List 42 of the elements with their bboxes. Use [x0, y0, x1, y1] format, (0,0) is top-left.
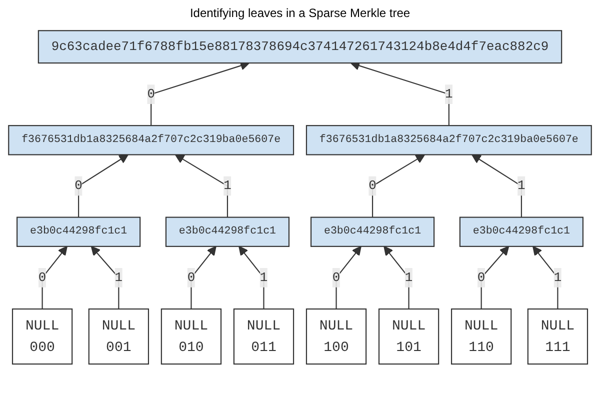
- diagram-title: Identifying leaves in a Sparse Merkle tree: [188, 6, 412, 20]
- arrow: [472, 154, 522, 218]
- arrow: [480, 246, 510, 309]
- node-box: NULL 011: [233, 308, 294, 365]
- node-box: e3b0c44298fc1c1: [459, 216, 584, 247]
- node-box: e3b0c44298fc1c1: [310, 216, 435, 247]
- edge-label: 1: [260, 270, 268, 286]
- node-box: NULL 110: [450, 308, 512, 365]
- node-box: f3676531db1a8325684a2f707c2c319ba0e5607e: [306, 125, 592, 156]
- node-box: NULL 001: [88, 308, 150, 365]
- node-box: NULL 000: [12, 308, 73, 365]
- node-box: NULL 010: [160, 308, 222, 365]
- arrow: [336, 246, 362, 309]
- arrow: [42, 246, 68, 309]
- node-box: NULL 100: [306, 308, 367, 365]
- arrow: [174, 154, 228, 218]
- node-box: NULL 101: [378, 308, 440, 365]
- edge-label: 0: [477, 270, 486, 286]
- edge-label: 0: [332, 270, 340, 286]
- arrow: [384, 246, 410, 309]
- arrow: [190, 246, 216, 309]
- edge-label: 0: [74, 178, 82, 194]
- node-box: e3b0c44298fc1c1: [165, 216, 290, 247]
- arrow: [532, 246, 558, 309]
- edge-label: 0: [147, 86, 155, 102]
- node-box: f3676531db1a8325684a2f707c2c319ba0e5607e: [8, 125, 294, 156]
- arrow: [238, 246, 264, 309]
- arrow: [78, 154, 128, 218]
- edge-label: 1: [554, 270, 562, 286]
- edge-label: 0: [368, 178, 376, 194]
- edge-label: 0: [187, 270, 196, 286]
- node-box: NULL 111: [527, 308, 588, 365]
- edge-label: 1: [404, 270, 413, 286]
- node-box: 9c63cadee71f6788fb15e88178378694c374147261743124b8e4d4f7eac882c9: [38, 30, 562, 64]
- edge-label: 1: [445, 86, 453, 102]
- edge-label: 0: [38, 270, 46, 286]
- arrow: [372, 154, 426, 218]
- arrow: [90, 246, 120, 309]
- edge-label: 1: [224, 178, 232, 194]
- edge-label: 1: [518, 178, 526, 194]
- edge-label: 1: [114, 270, 123, 286]
- node-box: e3b0c44298fc1c1: [16, 216, 141, 247]
